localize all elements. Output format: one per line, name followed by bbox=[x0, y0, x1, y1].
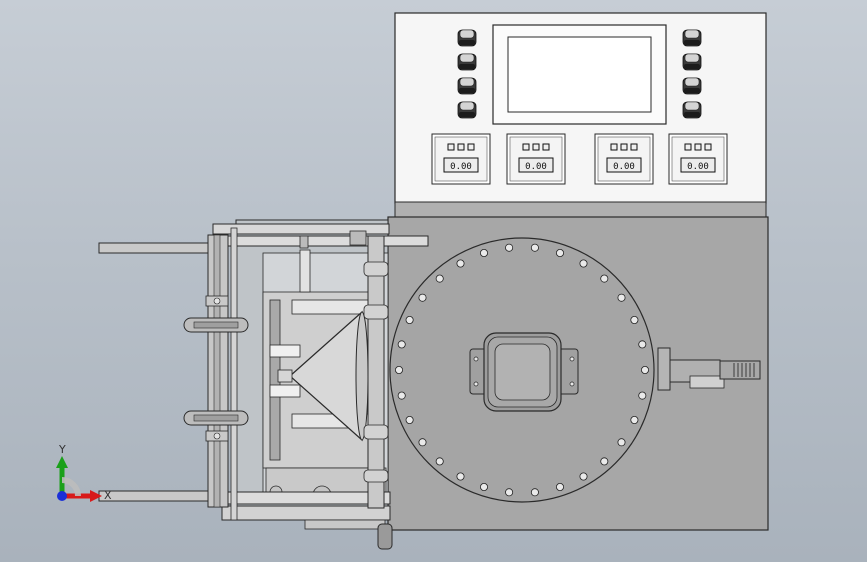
flange-bolt bbox=[418, 438, 427, 447]
flange-bolt bbox=[479, 482, 488, 491]
meter-reading: 0.00 bbox=[450, 162, 472, 172]
panel-push-button[interactable] bbox=[682, 101, 702, 119]
panel-push-button[interactable] bbox=[457, 29, 477, 47]
bottom-rail-arm bbox=[98, 490, 218, 502]
meter-reading: 0.00 bbox=[613, 162, 635, 172]
flange-bolt bbox=[405, 315, 414, 324]
flange-bolt bbox=[617, 293, 626, 302]
flange-bolt bbox=[456, 472, 465, 481]
digital-meter: 0.00 bbox=[594, 133, 654, 185]
flange-bolt bbox=[394, 365, 403, 374]
panel-push-button[interactable] bbox=[682, 29, 702, 47]
flange-bolt bbox=[556, 482, 565, 491]
flange-bolt bbox=[397, 340, 406, 349]
flange-bolt bbox=[556, 248, 565, 257]
triad-x-label: X bbox=[104, 489, 112, 502]
panel-push-button[interactable] bbox=[457, 77, 477, 95]
panel-push-button[interactable] bbox=[682, 77, 702, 95]
machine-body bbox=[387, 216, 769, 531]
left-frame-assembly bbox=[98, 219, 429, 550]
upper-pulley bbox=[183, 295, 249, 333]
flange-bolt bbox=[638, 340, 647, 349]
flange-bolt bbox=[638, 391, 647, 400]
flange-bolt-ring bbox=[394, 243, 650, 497]
flange-bolt bbox=[600, 457, 609, 466]
flange-bolt bbox=[505, 243, 514, 252]
panel-push-button[interactable] bbox=[457, 101, 477, 119]
panel-push-button[interactable] bbox=[457, 53, 477, 71]
panel-push-button[interactable] bbox=[682, 53, 702, 71]
flange-bolt bbox=[435, 274, 444, 283]
flange-bolt bbox=[630, 315, 639, 324]
digital-meter: 0.00 bbox=[431, 133, 491, 185]
triad-y-label: Y bbox=[58, 443, 66, 456]
flange-bolt bbox=[405, 415, 414, 424]
side-valve-fitting[interactable] bbox=[657, 347, 761, 391]
coordinate-triad: Y X bbox=[56, 443, 112, 502]
flange-bolt bbox=[579, 472, 588, 481]
meter-reading: 0.00 bbox=[525, 162, 547, 172]
flange-bolt bbox=[630, 415, 639, 424]
flange-bolt bbox=[600, 274, 609, 283]
flange-bolt bbox=[397, 391, 406, 400]
flange-bolt bbox=[418, 293, 427, 302]
flange-bolt bbox=[641, 365, 650, 374]
flange-bolt bbox=[456, 259, 465, 268]
meter-reading: 0.00 bbox=[687, 162, 709, 172]
control-panel: 0.00 0.00 0.00 0.00 bbox=[394, 12, 767, 219]
flange-bolt bbox=[617, 438, 626, 447]
lower-pulley bbox=[183, 410, 249, 442]
flange-bolt bbox=[530, 488, 539, 497]
digital-meter: 0.00 bbox=[668, 133, 728, 185]
flange-bolt bbox=[579, 259, 588, 268]
flange-bolt bbox=[505, 488, 514, 497]
top-rail-arm bbox=[98, 242, 218, 254]
viewing-window bbox=[469, 332, 579, 412]
flange-bolt bbox=[479, 248, 488, 257]
control-panel-base bbox=[394, 201, 767, 219]
digital-meter: 0.00 bbox=[506, 133, 566, 185]
flange-bolt bbox=[435, 457, 444, 466]
hmi-screen[interactable] bbox=[492, 24, 667, 125]
flange-bolt bbox=[530, 243, 539, 252]
